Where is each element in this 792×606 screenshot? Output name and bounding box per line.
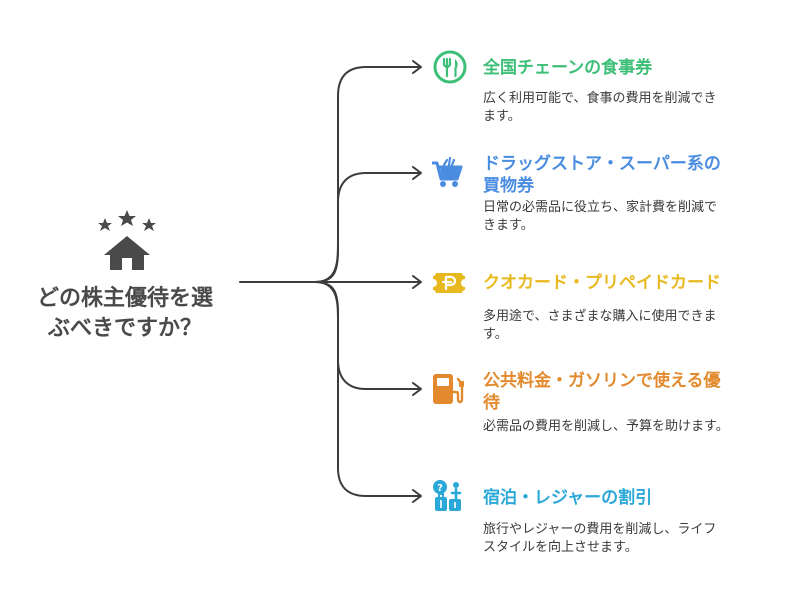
- arrow-head-3: [412, 275, 422, 289]
- option-title-line1: ドラッグストア・スーパー系の: [483, 154, 721, 174]
- arrow-head-5: [412, 489, 422, 503]
- option-desc-line2: す。: [483, 327, 508, 342]
- option-desc-line1: 多用途で、さまざまな購入に使用できま: [483, 309, 717, 324]
- prepaid-ticket-icon: [433, 273, 465, 293]
- arrow-head-1: [412, 60, 422, 74]
- central-question-line2: ぶべきですか？: [47, 316, 202, 341]
- option-desc-line2: スタイルを向上させます。: [483, 540, 638, 555]
- shopping-cart-icon: [432, 156, 463, 187]
- option-title-line1: 宿泊・レジャーの割引: [483, 488, 653, 508]
- option-title-drugstore: ドラッグストア・スーパー系の 買物券: [483, 153, 783, 197]
- central-question: どの株主優待を選 ぶべきですか？: [10, 284, 240, 344]
- option-title-utilities: 公共料金・ガソリンで使える優 待: [483, 370, 783, 414]
- house-with-stars-icon: [98, 210, 156, 270]
- svg-text:?: ?: [437, 483, 443, 494]
- option-desc-line1: 日常の必需品に役立ち、家計費を削減で: [483, 200, 718, 215]
- option-desc-hotel-leisure: 旅行やレジャーの費用を削減し、ライフ スタイルを向上させます。: [483, 521, 773, 557]
- option-desc-line2: ます。: [483, 109, 521, 124]
- option-desc-line1: 必需品の費用を削減し、予算を助けます。: [483, 419, 729, 434]
- central-question-line1: どの株主優待を選: [36, 286, 213, 311]
- option-title-line2: 待: [483, 393, 500, 413]
- branch-line-1: [314, 66, 421, 283]
- arrow-head-2: [412, 166, 422, 180]
- fuel-pump-icon: [433, 374, 464, 404]
- option-title-line1: 全国チェーンの食事券: [483, 58, 653, 78]
- option-title-meal-voucher: 全国チェーンの食事券: [483, 57, 783, 79]
- option-desc-line1: 広く利用可能で、食事の費用を削減でき: [483, 91, 717, 106]
- travel-luggage-icon: ?: [433, 480, 462, 511]
- option-desc-line2: きます。: [483, 218, 534, 233]
- option-title-quo-card: クオカード・プリペイドカード: [483, 272, 783, 294]
- option-title-line2: 買物券: [483, 176, 534, 196]
- fork-knife-icon: [433, 50, 467, 84]
- branch-line-5: [314, 281, 421, 497]
- option-title-line1: クオカード・プリペイドカード: [483, 273, 721, 293]
- option-desc-line1: 旅行やレジャーの費用を削減し、ライフ: [483, 522, 717, 537]
- option-desc-quo-card: 多用途で、さまざまな購入に使用できま す。: [483, 308, 773, 344]
- option-desc-meal-voucher: 広く利用可能で、食事の費用を削減でき ます。: [483, 90, 773, 126]
- branch-line-2: [314, 172, 421, 283]
- option-title-line1: 公共料金・ガソリンで使える優: [483, 371, 721, 391]
- option-desc-utilities: 必需品の費用を削減し、予算を助けます。: [483, 418, 773, 436]
- option-title-hotel-leisure: 宿泊・レジャーの割引: [483, 487, 783, 509]
- arrow-head-4: [412, 382, 422, 396]
- branch-line-4: [314, 281, 421, 390]
- option-desc-drugstore: 日常の必需品に役立ち、家計費を削減で きます。: [483, 199, 773, 235]
